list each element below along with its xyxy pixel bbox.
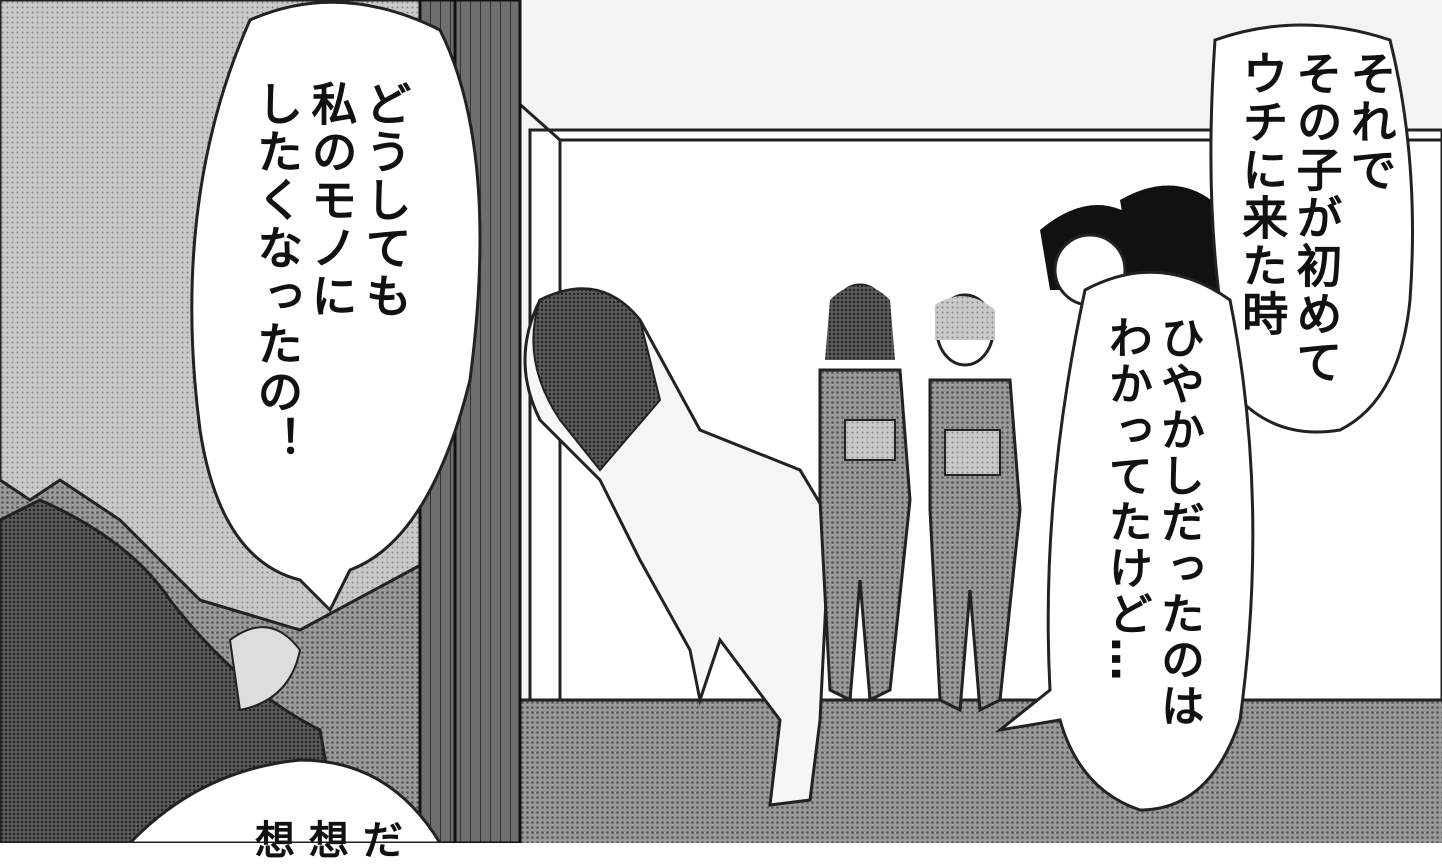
speech-bubble-bottom-partial: [127, 758, 442, 843]
standing-girl-2: [928, 293, 1022, 713]
bubble-top-text: それで その子が初めて ウチに来た時: [1235, 50, 1398, 386]
speech-bubble-left: [190, 0, 482, 613]
bubble-mid-text: ひやかしだったのは わかってたけど…: [1100, 315, 1204, 729]
bubble-bottom-partial-text: 想 想 だ: [255, 818, 403, 864]
bubble-left-text: どうしても 私のモノに したくなったの！: [250, 80, 413, 464]
speech-bubble-mid: [994, 270, 1255, 812]
standing-girl-1: [818, 283, 912, 703]
manga-panel-art: [0, 0, 1442, 843]
floor: [470, 700, 1442, 843]
